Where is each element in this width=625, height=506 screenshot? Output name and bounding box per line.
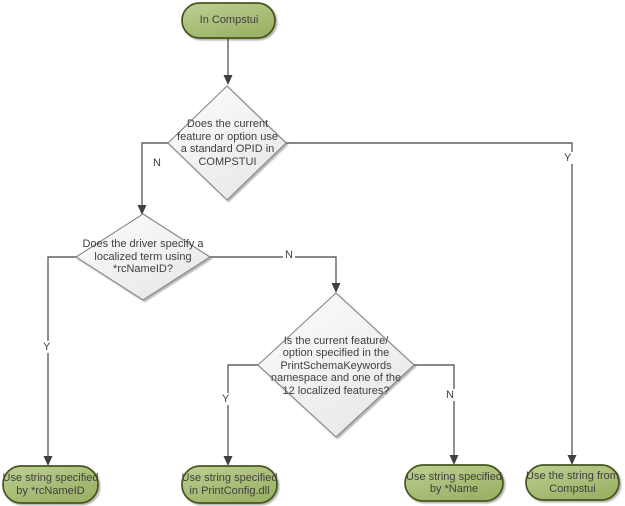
- start-node-shape: [181, 2, 276, 39]
- result-rcnameid-shape: [2, 465, 99, 504]
- result-name-shape: [404, 464, 504, 502]
- decision-opid-shape: [167, 85, 287, 201]
- decision-schema-shape: [257, 292, 415, 438]
- connector-schema-yes-to-result-printconfig: [223, 364, 259, 466]
- connector-schema-no-to-result-name: [413, 364, 459, 465]
- result-printconfig-shape: [181, 465, 278, 504]
- result-compstui-shape: [525, 464, 620, 501]
- connector-opid-yes-to-result-compstui: [285, 142, 577, 465]
- connector-rcnameid-yes-to-result-rcnameid: [43, 256, 77, 466]
- connector-opid-no-to-decision-rcnameid: [137, 142, 169, 215]
- decision-rcnameid-shape: [74, 213, 212, 301]
- connector-rcnameid-no-to-decision-schema: [209, 256, 341, 293]
